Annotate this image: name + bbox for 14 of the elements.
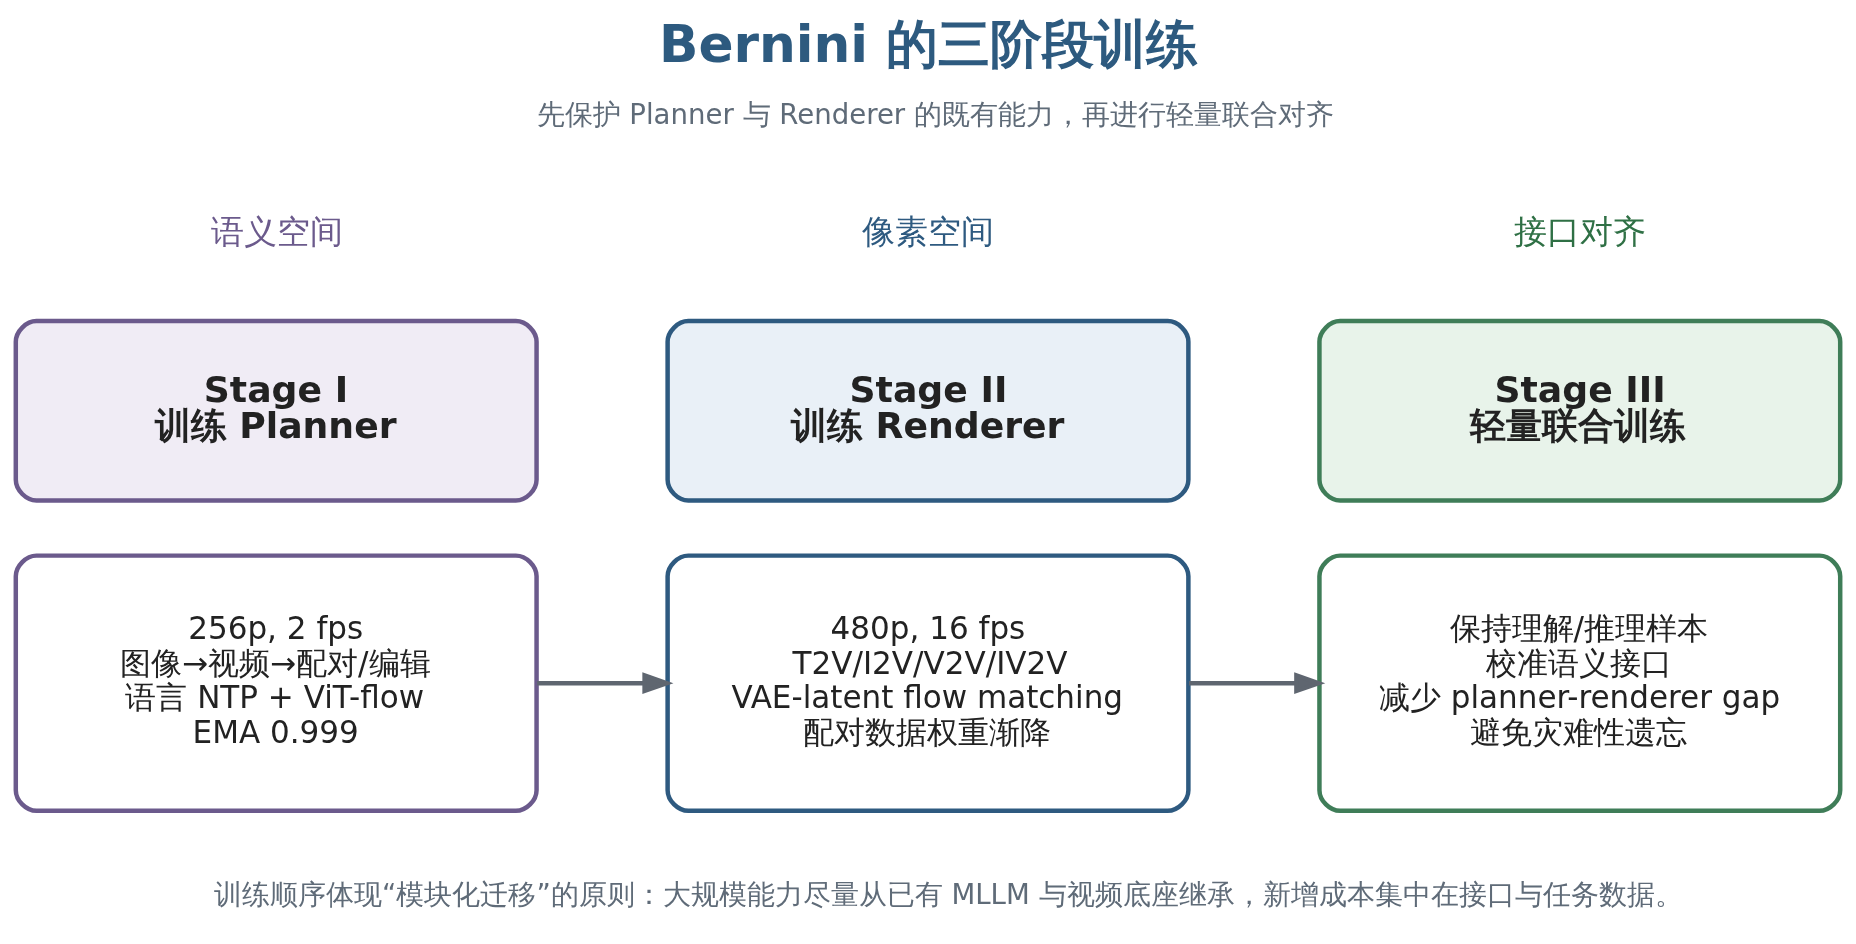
diagram-title: Bernini 的三阶段训练 [658,14,1199,75]
node-box: 480p, 16 fps T2V/I2V/V2V/IV2V VAE-latent flow matching 配对数据权重渐降 [665,553,1191,814]
node-box: Stage I 训练 Planner [13,318,539,503]
node-box: 256p, 2 fps 图像→视频→配对/编辑 语言 NTP + ViT-flow EMA 0.999 [13,553,539,814]
node-box: Stage III 轻量联合训练 [1317,318,1843,503]
arrow [537,672,674,695]
label: 语义空间 [210,213,343,251]
label: 先保护 Planner 与 Renderer 的既有能力，再进行轻量联合对齐 [536,98,1334,132]
arrow [1189,672,1326,695]
label: 接口对齐 [1514,213,1647,251]
node-box: Stage II 训练 Renderer [665,318,1191,503]
node-box: 保持理解/推理样本 校准语义接口 减少 planner-renderer gap 避免灾难性遗忘 [1317,553,1843,814]
label: 像素空间 [862,213,995,251]
caption: 训练顺序体现“模块化迁移”的原则：大规模能力尽量从已有 MLLM 与视频底座继承，新增成本集中在接口与任务数据。 [214,877,1683,911]
